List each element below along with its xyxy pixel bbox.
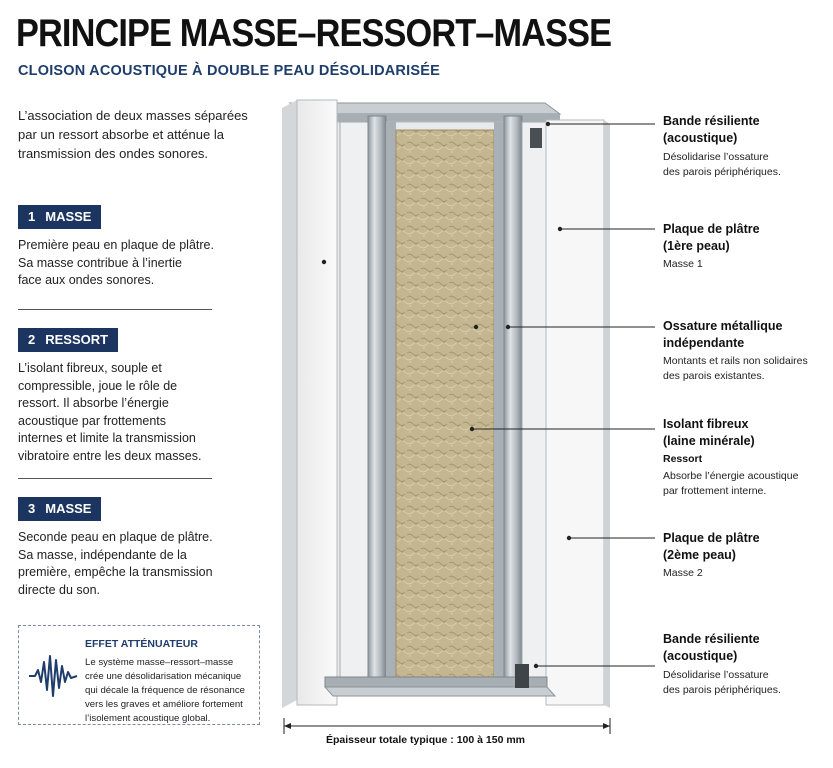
callout-dots <box>321 121 572 669</box>
label-plaster-1-desc: Masse 1 <box>663 258 703 270</box>
label-plaster-1-title: Plaque de plâtre (1ère peau) <box>663 222 760 253</box>
label-resilient-band-top-desc: Désolidarise l’ossature des parois périp… <box>663 151 781 178</box>
section-2-text: L’isolant fibreux, souple et compressibl… <box>18 361 202 463</box>
label-resilient-band-top-title: Bande résiliente (acoustique) <box>663 114 760 145</box>
effect-box: EFFET ATTÉNUATEUR Le système masse–resso… <box>18 625 260 725</box>
callout-lines <box>472 123 655 667</box>
plaster-board-right <box>545 119 610 708</box>
label-insulation-title: Isolant fibreux (laine minérale) <box>663 417 755 448</box>
sound-wave-icon <box>29 655 78 697</box>
bottom-rail <box>323 664 557 697</box>
section-divider <box>18 478 212 479</box>
thickness-dimension-line <box>283 718 611 734</box>
mineral-wool-insulation <box>395 129 495 679</box>
label-plaster-2-desc: Masse 2 <box>663 567 703 579</box>
label-metal-frame-desc: Montants et rails non solidaires des par… <box>663 355 808 382</box>
effect-text: Le système masse–ressort–masse crée une … <box>85 657 246 724</box>
label-resilient-band-bottom-desc: Désolidarise l’ossature des parois périp… <box>663 669 781 696</box>
plaster-board-left <box>282 99 338 708</box>
intro-text: L’association de deux masses séparées pa… <box>18 108 248 161</box>
page-title: PRINCIPE MASSE–RESSORT–MASSE <box>16 12 612 55</box>
section-3-text: Seconde peau en plaque de plâtre. Sa mas… <box>18 530 213 597</box>
label-resilient-band-bottom-title: Bande résiliente (acoustique) <box>663 632 760 663</box>
section-divider <box>18 309 212 310</box>
metal-stud-left <box>339 115 396 682</box>
label-plaster-2-title: Plaque de plâtre (2ème peau) <box>663 531 760 562</box>
label-insulation-desc: Absorbe l’énergie acoustique par frottem… <box>663 470 799 497</box>
section-1-text: Première peau en plaque de plâtre. Sa ma… <box>18 238 214 287</box>
label-insulation-role: Ressort <box>663 453 703 465</box>
page-subtitle: CLOISON ACOUSTIQUE À DOUBLE PEAU DÉSOLID… <box>18 63 440 79</box>
label-metal-frame-title: Ossature métallique indépendante <box>663 319 783 350</box>
metal-stud-right <box>494 115 547 682</box>
thickness-label: Épaisseur totale typique : 100 à 150 mm <box>326 734 525 746</box>
effect-title: EFFET ATTÉNUATEUR <box>85 638 198 650</box>
